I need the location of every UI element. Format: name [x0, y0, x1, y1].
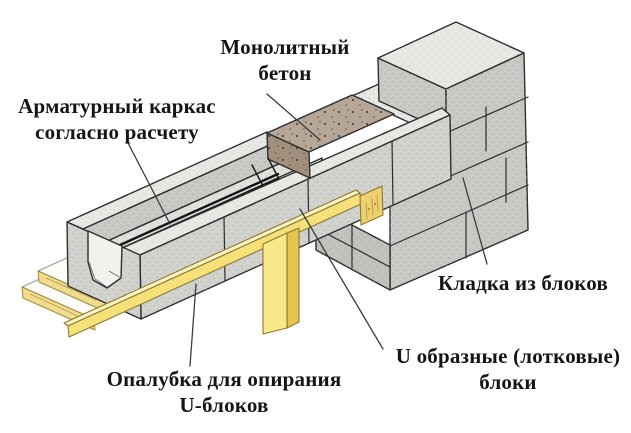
post-side-face [286, 227, 300, 329]
block-joint-line [307, 178, 310, 244]
block-course-line [445, 141, 529, 179]
label-masonry: Кладка из блоков [415, 270, 631, 296]
wood-grain-dot [368, 208, 370, 210]
label-line: согласно расчету [35, 120, 199, 144]
leader-line-concrete [266, 93, 321, 141]
block-course-line [445, 96, 529, 134]
post-front-face [262, 232, 288, 335]
formwork-post [262, 227, 300, 335]
texture-overlay [378, 22, 524, 89]
label-line: Монолитный [220, 35, 350, 59]
label-u-blocks: U образные (лотковые) блоки [385, 343, 631, 395]
channel-inner-edge [108, 270, 122, 279]
leader-line-formwork [189, 283, 197, 367]
label-monolithic-concrete: Монолитный бетон [175, 34, 395, 86]
label-rebar-cage: Арматурный каркас согласно расчету [2, 93, 232, 145]
concrete-fill [266, 94, 395, 179]
texture-overlay [267, 95, 394, 152]
wood-grain-dot [374, 203, 376, 205]
leader-line-masonry [462, 177, 488, 265]
label-line: бетон [258, 61, 312, 85]
block-joint-line [223, 216, 226, 282]
texture-overlay [122, 108, 450, 255]
texture-overlay [267, 133, 310, 178]
block-joint-line [391, 140, 394, 206]
wood-grain-line [29, 293, 81, 318]
channel-inner-edge [88, 261, 108, 288]
rebar-stirrup [267, 157, 280, 180]
label-line: Арматурный каркас [18, 94, 216, 118]
texture-overlay [83, 139, 283, 252]
rebar-bar [98, 172, 280, 256]
label-line: Опалубка для опирания [106, 367, 342, 391]
wood-grain-line [376, 194, 379, 212]
leader-line-ublocks [299, 208, 384, 350]
label-line: Кладка из блоков [437, 271, 609, 295]
texture-overlay [67, 132, 283, 229]
wood-grain-line [365, 202, 368, 220]
wood-grain-line [371, 198, 374, 216]
formwork-board [63, 185, 384, 338]
leader-lines [127, 93, 488, 367]
label-line: блоки [479, 370, 537, 394]
leader-line-rebar [127, 142, 171, 225]
label-formwork: Опалубка для опирания U-блоков [96, 366, 352, 418]
rebar-stirrup [251, 164, 264, 187]
label-line: U образные (лотковые) [395, 344, 621, 368]
label-line: U-блоков [179, 393, 269, 417]
wood-grain-line [45, 277, 97, 301]
block-course-line [389, 184, 529, 247]
